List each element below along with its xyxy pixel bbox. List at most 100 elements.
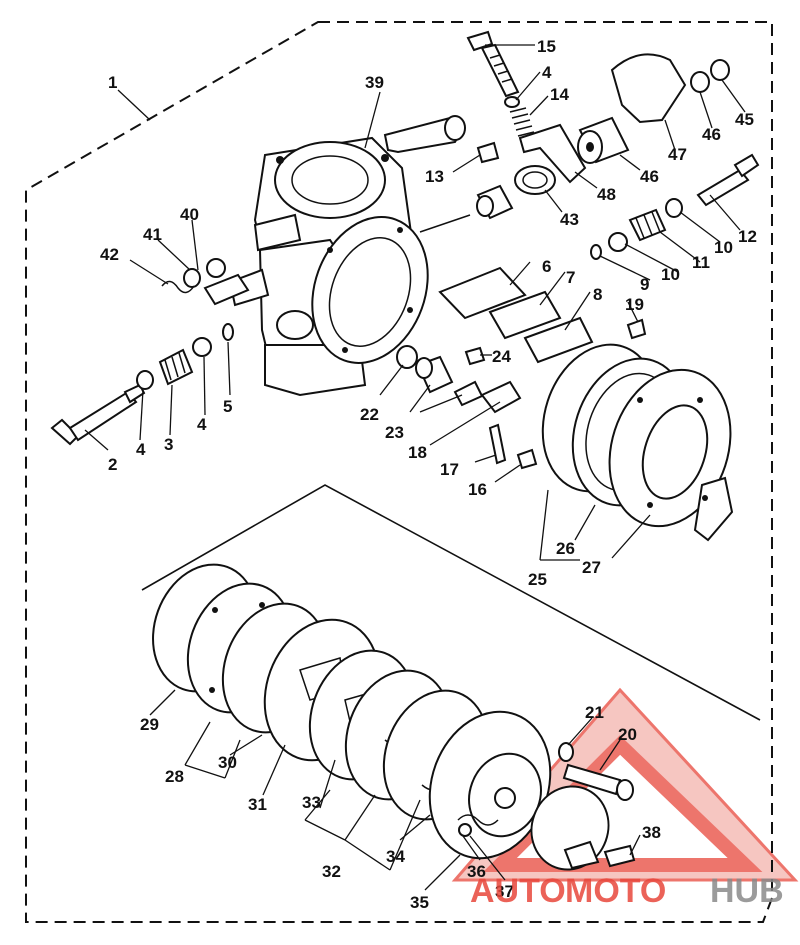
part-16-screw <box>516 448 538 470</box>
part-10-washer-left <box>608 232 628 252</box>
part-48-lever <box>518 123 587 184</box>
label-32: 32 <box>322 862 341 881</box>
part-45-nut <box>710 59 730 81</box>
label-26: 26 <box>556 539 575 558</box>
label-19: 19 <box>625 295 644 314</box>
part-38-screw <box>603 844 636 868</box>
label-13: 13 <box>425 167 444 186</box>
part-46-cylinder <box>577 116 630 164</box>
part-2-screw <box>50 383 146 446</box>
part-19-screw <box>626 318 647 340</box>
part-4-washer-right <box>192 337 212 357</box>
label-34: 34 <box>386 847 405 866</box>
label-20: 20 <box>618 725 637 744</box>
label-21: 21 <box>585 703 604 722</box>
label-48: 48 <box>597 185 616 204</box>
label-41: 41 <box>143 225 162 244</box>
leader-lines <box>84 44 746 891</box>
part-43-spring <box>514 165 556 195</box>
watermark-hub: HUB <box>710 872 784 910</box>
part-18-nozzle <box>453 380 522 414</box>
part-11-spring <box>628 208 667 242</box>
part-42-clip <box>161 280 195 294</box>
part-17-pin <box>488 423 507 465</box>
part-27-cover <box>608 368 734 542</box>
label-22: 22 <box>360 405 379 424</box>
part-3-spring <box>158 348 194 386</box>
label-5: 5 <box>223 397 232 416</box>
label-46-lower: 46 <box>640 167 659 186</box>
label-30: 30 <box>218 753 237 772</box>
label-9: 9 <box>640 275 649 294</box>
label-1: 1 <box>108 73 117 92</box>
part-24-screw <box>464 346 486 366</box>
label-8: 8 <box>593 285 602 304</box>
label-43: 43 <box>560 210 579 229</box>
label-45: 45 <box>735 110 754 129</box>
part-22-washer <box>396 345 418 369</box>
label-40: 40 <box>180 205 199 224</box>
label-12: 12 <box>738 227 757 246</box>
label-3: 3 <box>164 435 173 454</box>
label-10-right: 10 <box>714 238 733 257</box>
label-23: 23 <box>385 423 404 442</box>
label-31: 31 <box>248 795 267 814</box>
label-35: 35 <box>410 893 429 912</box>
part-13-screw <box>476 141 500 164</box>
watermark-auto: AUTO <box>470 872 566 910</box>
part-21-washer <box>558 742 574 762</box>
part-5-oring <box>222 323 234 341</box>
label-42: 42 <box>100 245 119 264</box>
label-4-right: 4 <box>197 415 207 434</box>
watermark-logo: AUTO MOTO HUB <box>470 872 784 910</box>
part-46-ring <box>690 71 710 93</box>
part-23-fitting <box>415 355 454 394</box>
part-12-screw <box>696 153 760 207</box>
label-4-left: 4 <box>136 440 146 459</box>
label-28: 28 <box>165 767 184 786</box>
label-38: 38 <box>642 823 661 842</box>
label-15: 15 <box>537 37 556 56</box>
part-4-washer-left <box>136 370 154 390</box>
part-labels: 1 2 3 4 4 5 39 40 41 42 15 4 14 13 48 43… <box>100 37 757 912</box>
label-4-top: 4 <box>542 63 552 82</box>
label-17: 17 <box>440 460 459 479</box>
part-40-washer <box>206 258 226 278</box>
watermark-moto: MOTO <box>565 872 666 910</box>
label-11: 11 <box>692 253 710 272</box>
label-29: 29 <box>140 715 159 734</box>
diaphragm-group-boundary <box>141 484 761 721</box>
part-20-screw <box>562 763 622 796</box>
part-15-screw <box>466 30 520 98</box>
part-10-washer-right <box>665 198 683 218</box>
part-4-washer-top <box>504 96 520 108</box>
part-47-cover <box>610 53 687 124</box>
label-47: 47 <box>668 145 687 164</box>
label-36: 36 <box>467 862 486 881</box>
part-6-gasket <box>438 266 527 320</box>
part-37-pin <box>458 823 472 837</box>
label-10-left: 10 <box>661 265 680 284</box>
part-35-cover <box>428 710 552 860</box>
part-8-plate <box>523 316 594 364</box>
label-18: 18 <box>408 443 427 462</box>
label-2: 2 <box>108 455 117 474</box>
pump-plate <box>311 216 429 364</box>
label-16: 16 <box>468 480 487 499</box>
label-24: 24 <box>492 347 511 366</box>
label-33: 33 <box>302 793 321 812</box>
part-41-washer <box>183 268 201 288</box>
label-46-upper: 46 <box>702 125 721 144</box>
part-9-oring <box>590 244 602 260</box>
label-37: 37 <box>495 882 514 901</box>
label-14: 14 <box>550 85 569 104</box>
part-36-spring <box>457 814 499 826</box>
label-39: 39 <box>365 73 384 92</box>
part-38-plate <box>530 785 610 871</box>
label-6: 6 <box>542 257 551 276</box>
assembly-boundary <box>25 21 773 923</box>
part-14-spring <box>509 107 535 137</box>
label-25: 25 <box>528 570 547 589</box>
part-40-fitting <box>203 273 250 306</box>
